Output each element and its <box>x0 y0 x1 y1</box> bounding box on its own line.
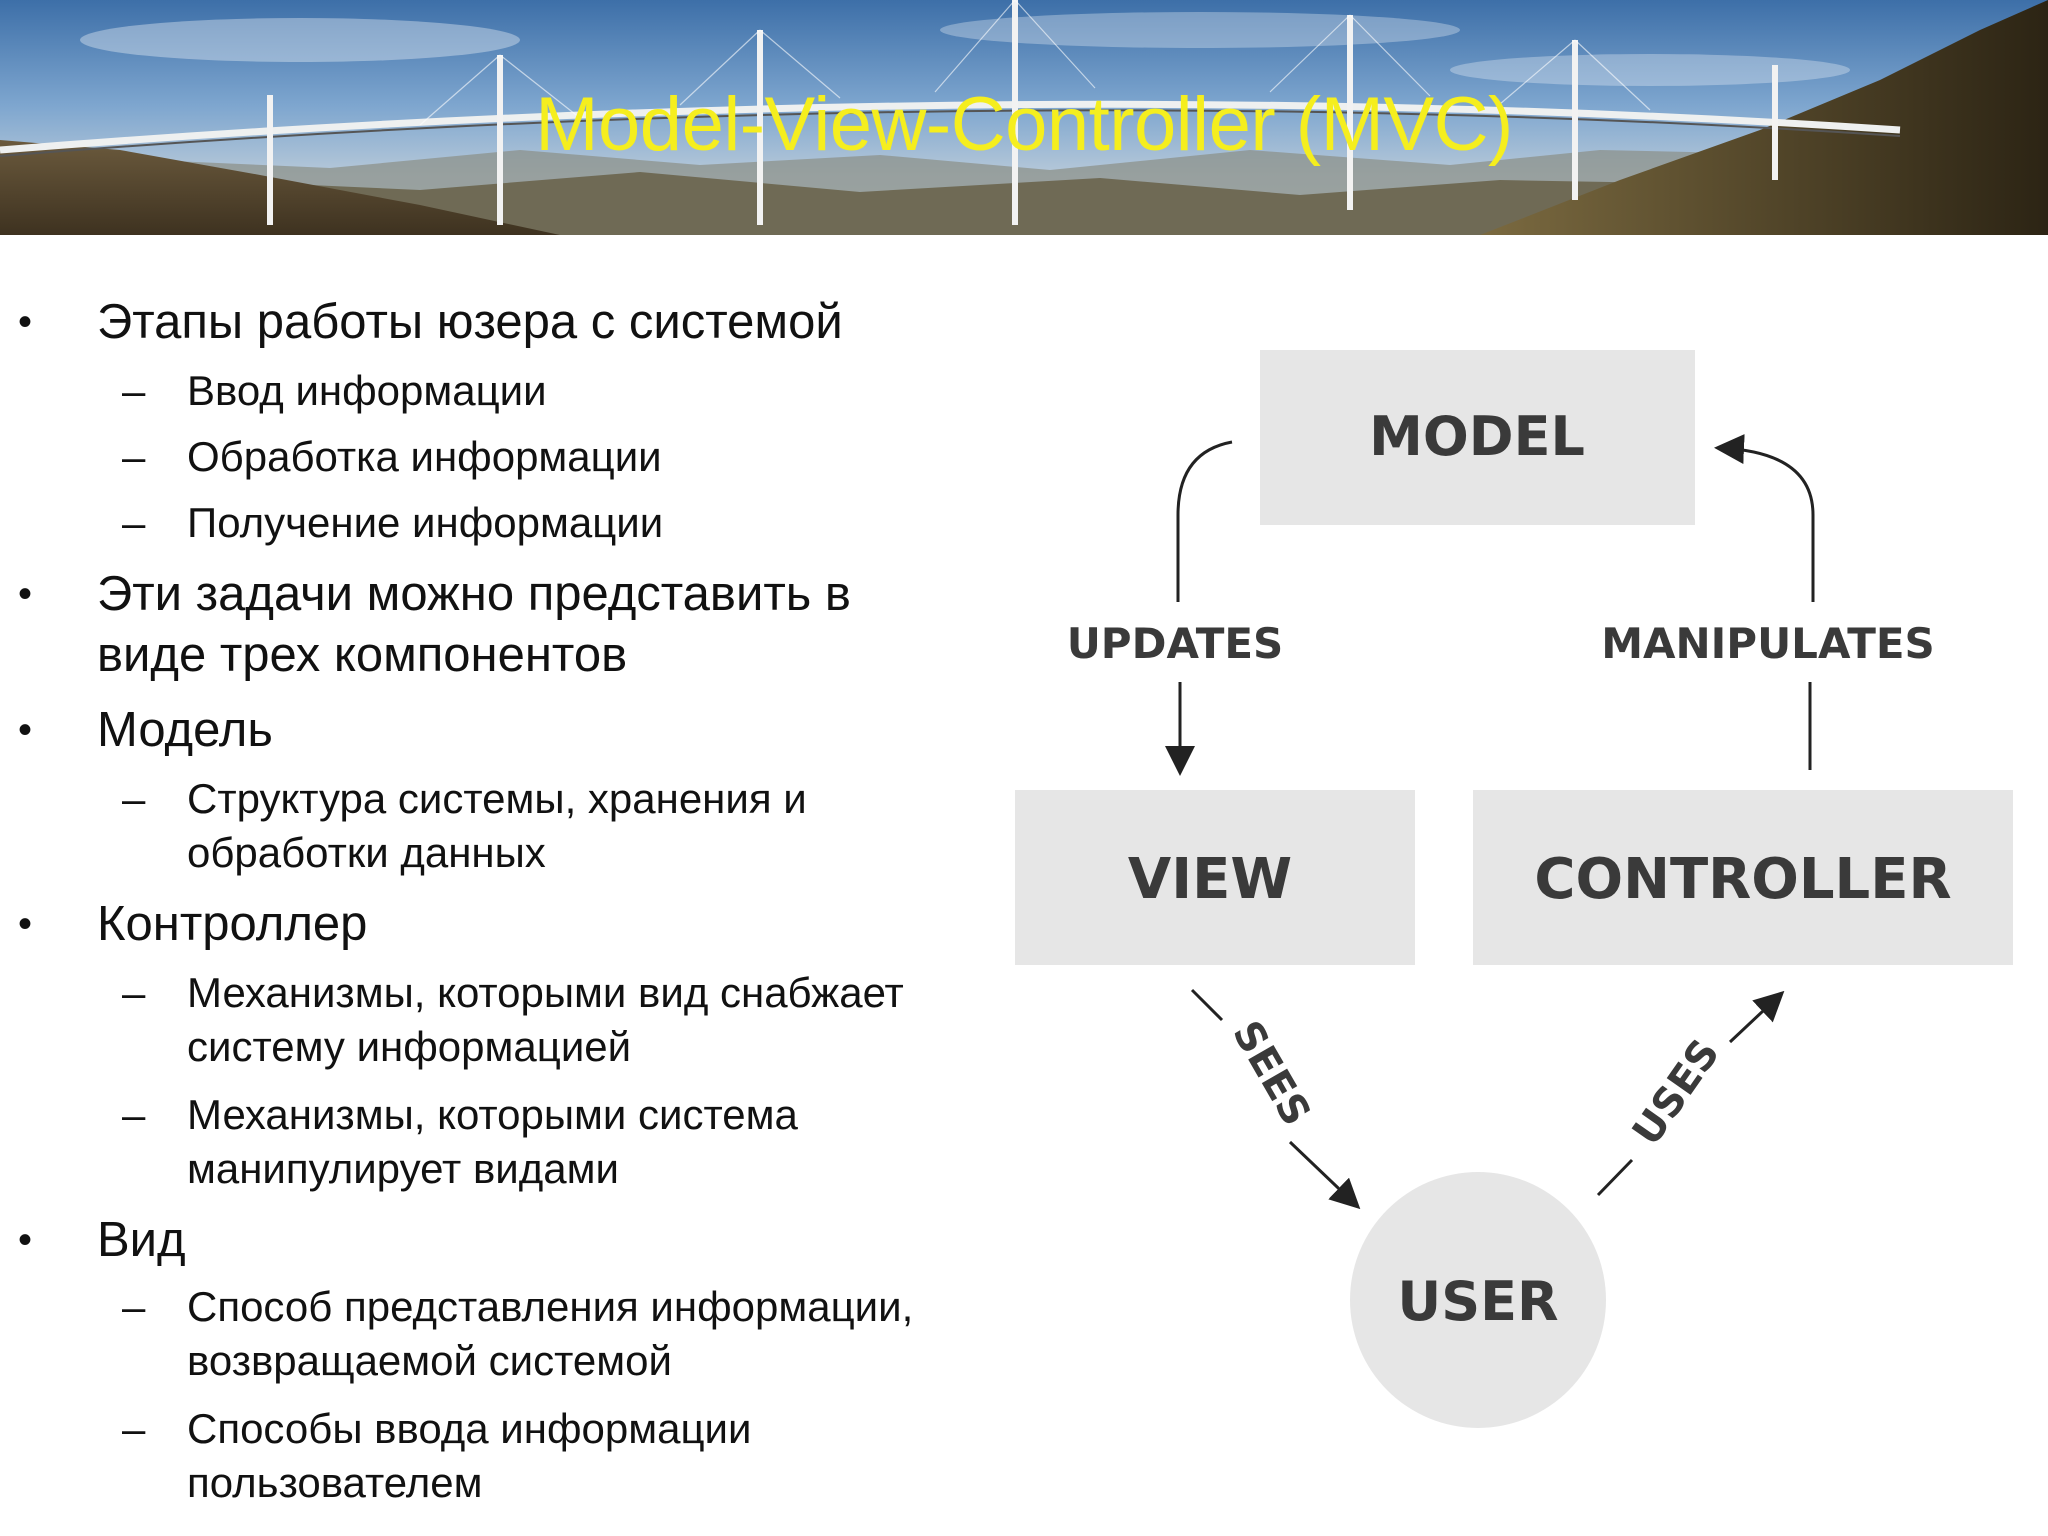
sub-bullet-item-continuation: систему информацией <box>187 1020 631 1074</box>
bullet-item: Контроллер <box>97 894 367 954</box>
manipulates-arrow-upper <box>1720 448 1813 602</box>
bullet-marker: • <box>18 1210 32 1270</box>
bullet-marker: • <box>18 292 32 352</box>
manipulates-label: MANIPULATES <box>1601 619 1935 668</box>
model-label: MODEL <box>1369 405 1585 468</box>
sub-bullet-item-continuation: обработки данных <box>187 826 546 880</box>
view-label: VIEW <box>1128 847 1292 912</box>
sees-arrow-lower <box>1290 1142 1356 1205</box>
sub-bullet-item: Структура системы, хранения и <box>187 772 807 826</box>
sub-bullet-marker: – <box>122 364 145 418</box>
sees-label: SEES <box>1223 1013 1319 1133</box>
sub-bullet-item: Механизмы, которыми вид снабжает <box>187 966 904 1020</box>
uses-arrow-upper <box>1730 995 1780 1042</box>
user-node: USER <box>1350 1172 1606 1428</box>
updates-arrow-upper <box>1178 442 1232 602</box>
sub-bullet-item: Ввод информации <box>187 364 547 418</box>
bullet-item: Модель <box>97 700 273 760</box>
sub-bullet-item-continuation: пользователем <box>187 1456 482 1510</box>
sub-bullet-item-continuation: возвращаемой системой <box>187 1334 672 1388</box>
bullet-item: Эти задачи можно представить в <box>97 564 851 624</box>
uses-label: USES <box>1624 1031 1729 1154</box>
sub-bullet-item: Получение информации <box>187 496 663 550</box>
user-label: USER <box>1397 1270 1558 1333</box>
controller-node: CONTROLLER <box>1473 790 2013 965</box>
view-node: VIEW <box>1015 790 1415 965</box>
sees-arrow-upper <box>1192 990 1222 1020</box>
sub-bullet-marker: – <box>122 1280 145 1334</box>
bullet-list: • Этапы работы юзера с системой – Ввод и… <box>0 0 1000 1536</box>
sub-bullet-item: Механизмы, которыми система <box>187 1088 798 1142</box>
sub-bullet-marker: – <box>122 1088 145 1142</box>
sub-bullet-marker: – <box>122 1402 145 1456</box>
bullet-item: Вид <box>97 1210 186 1270</box>
uses-arrow-lower <box>1598 1160 1632 1195</box>
sub-bullet-marker: – <box>122 496 145 550</box>
bullet-marker: • <box>18 564 32 624</box>
sub-bullet-item: Способы ввода информации <box>187 1402 751 1456</box>
bullet-marker: • <box>18 700 32 760</box>
controller-label: CONTROLLER <box>1534 847 1951 912</box>
bullet-item: Этапы работы юзера с системой <box>97 292 843 352</box>
sub-bullet-marker: – <box>122 772 145 826</box>
mvc-diagram: MODEL VIEW CONTROLLER USER UPDATES MANIP… <box>960 300 2020 1480</box>
sub-bullet-item: Обработка информации <box>187 430 662 484</box>
sub-bullet-item-continuation: манипулирует видами <box>187 1142 619 1196</box>
sub-bullet-marker: – <box>122 966 145 1020</box>
bullet-item-continuation: виде трех компонентов <box>97 625 627 685</box>
bullet-marker: • <box>18 894 32 954</box>
sub-bullet-item: Способ представления информации, <box>187 1280 913 1334</box>
updates-label: UPDATES <box>1067 619 1284 668</box>
sub-bullet-marker: – <box>122 430 145 484</box>
model-node: MODEL <box>1260 350 1695 525</box>
